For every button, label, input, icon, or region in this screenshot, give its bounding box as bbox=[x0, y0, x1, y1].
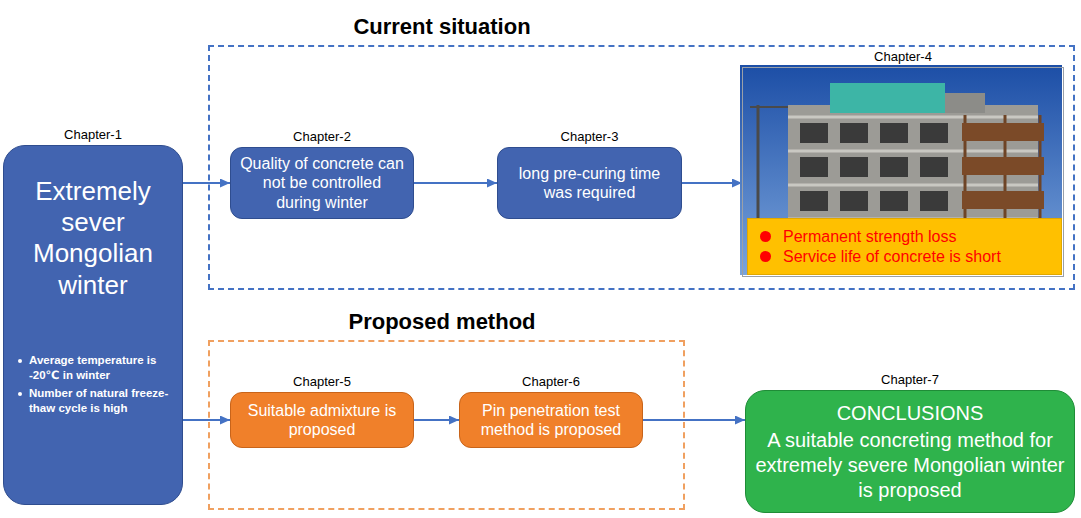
conclusion-box: Chapter-7CONCLUSIONSA suitable concretin… bbox=[745, 390, 1075, 513]
chapter-label: Chapter-5 bbox=[293, 374, 351, 389]
process-box: Chapter-5Suitable admixture is proposed bbox=[230, 392, 414, 448]
arrow-connector bbox=[183, 419, 230, 421]
bullet-text: Permanent strength loss bbox=[783, 228, 956, 246]
bullet-list: Average temperature is -20℃ in winterNum… bbox=[14, 353, 172, 419]
bullet-item: Service life of concrete is short bbox=[760, 248, 1001, 266]
bullet-text: Average temperature is -20℃ in winter bbox=[29, 353, 172, 383]
arrow-connector bbox=[183, 182, 230, 184]
conclusion-title: CONCLUSIONS bbox=[837, 401, 984, 426]
chapter-label: Chapter-2 bbox=[293, 129, 351, 144]
process-box: Chapter-6Pin penetration test method is … bbox=[459, 392, 643, 448]
bullet-dot bbox=[760, 251, 771, 262]
dashed-region: Current situationChapter-2Quality of con… bbox=[208, 45, 1075, 290]
arrow-connector bbox=[682, 182, 742, 184]
bullet-dot bbox=[18, 359, 22, 363]
photo-frame: Chapter-4Permanent strength lossService … bbox=[742, 67, 1064, 277]
chapter-label: Chapter-4 bbox=[874, 49, 932, 64]
arrow-connector bbox=[414, 182, 497, 184]
box-text: Suitable admixture is proposed bbox=[239, 401, 405, 439]
bullet-text: Service life of concrete is short bbox=[783, 248, 1001, 266]
bullet-item: Number of natural freeze-thaw cycle is h… bbox=[14, 386, 172, 416]
chapter-label: Chapter-3 bbox=[561, 129, 619, 144]
box-text: long pre-curing time was required bbox=[506, 164, 673, 202]
dashed-region: Proposed methodChapter-5Suitable admixtu… bbox=[208, 340, 685, 510]
chapter-label: Chapter-6 bbox=[522, 374, 580, 389]
context-box: Chapter-1Extremely sever Mongolian winte… bbox=[3, 145, 183, 505]
box-text: A suitable concreting method for extreme… bbox=[754, 428, 1066, 503]
box-text: Quality of concrete can not be controlle… bbox=[239, 154, 405, 212]
box-text: Pin penetration test method is proposed bbox=[468, 401, 634, 439]
process-box: Chapter-3long pre-curing time was requir… bbox=[497, 147, 682, 219]
bullet-text: Number of natural freeze-thaw cycle is h… bbox=[29, 386, 172, 416]
section-heading: Current situation bbox=[353, 14, 530, 40]
bullet-dot bbox=[760, 231, 771, 242]
bullet-list: Permanent strength lossService life of c… bbox=[760, 226, 1001, 268]
chapter-label: Chapter-7 bbox=[881, 372, 939, 387]
bullet-item: Permanent strength loss bbox=[760, 228, 1001, 246]
arrow-connector bbox=[643, 419, 745, 421]
arrow-connector bbox=[414, 419, 459, 421]
chapter-label: Chapter-1 bbox=[64, 127, 122, 142]
bullet-item: Average temperature is -20℃ in winter bbox=[14, 353, 172, 383]
box-title: Extremely sever Mongolian winter bbox=[14, 176, 172, 301]
section-heading: Proposed method bbox=[348, 309, 535, 335]
warning-box: Permanent strength lossService life of c… bbox=[747, 218, 1062, 275]
process-box: Chapter-2Quality of concrete can not be … bbox=[230, 147, 414, 219]
bullet-dot bbox=[18, 392, 22, 396]
